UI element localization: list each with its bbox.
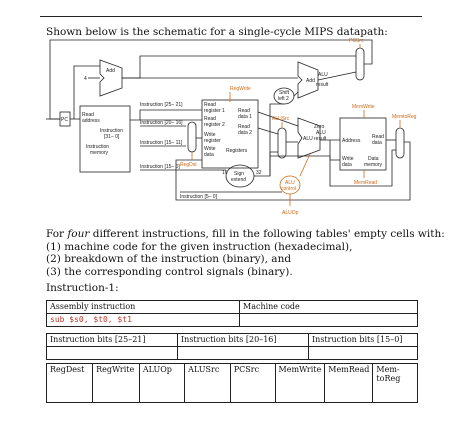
svg-text:register 1: register 1 bbox=[204, 108, 225, 114]
bits-20-16-header: Instruction bits [20–16] bbox=[177, 333, 309, 347]
machine-code-cell[interactable] bbox=[239, 313, 418, 327]
pcsrc-header: PCSrc bbox=[229, 363, 276, 403]
svg-text:Registers: Registers bbox=[226, 148, 248, 154]
pc-label: PC bbox=[61, 117, 68, 123]
bits-25-21-cell[interactable] bbox=[46, 346, 178, 360]
regdst-mux bbox=[187, 121, 197, 153]
memtoreg-mux bbox=[395, 127, 405, 159]
svg-text:Data: Data bbox=[368, 156, 379, 162]
svg-text:Read: Read bbox=[372, 134, 384, 140]
memwrite-header: MemWrite bbox=[274, 363, 326, 403]
svg-text:Read: Read bbox=[238, 108, 250, 114]
svg-text:data: data bbox=[342, 162, 352, 168]
svg-text:ALU: ALU bbox=[318, 72, 328, 78]
regdst-label: RegDst bbox=[180, 162, 197, 168]
alusrc-header: ALUSrc bbox=[184, 363, 231, 403]
svg-text:register: register bbox=[204, 138, 221, 144]
assembly-instruction: sub $s0, $t0, $t1 bbox=[46, 313, 240, 327]
svg-text:address: address bbox=[82, 118, 100, 124]
pcsrc-label: PCSrc bbox=[349, 38, 364, 44]
svg-text:Write: Write bbox=[204, 132, 216, 138]
instructions-paragraph: For four different instructions, fill in… bbox=[46, 228, 445, 278]
svg-text:Write: Write bbox=[204, 146, 216, 152]
control-signals-table: RegDest RegWrite ALUOp ALUSrc PCSrc MemW… bbox=[45, 363, 418, 403]
svg-text:Read: Read bbox=[204, 102, 216, 108]
svg-text:Add: Add bbox=[306, 78, 315, 84]
svg-text:ALU: ALU bbox=[303, 136, 313, 142]
pc-adder bbox=[99, 59, 123, 97]
memread-label: MemRead bbox=[354, 180, 377, 186]
regwrite-label: RegWrite bbox=[230, 86, 251, 92]
svg-text:Read: Read bbox=[204, 116, 216, 122]
intro-text: Shown below is the schematic for a singl… bbox=[46, 26, 388, 38]
svg-text:[31– 0]: [31– 0] bbox=[104, 134, 120, 140]
svg-text:memory: memory bbox=[364, 162, 383, 168]
para-line-1: For four different instructions, fill in… bbox=[46, 228, 445, 240]
para-line-4: (3) the corresponding control signals (b… bbox=[46, 265, 293, 278]
svg-text:result: result bbox=[314, 136, 327, 142]
data-memory-block bbox=[339, 117, 387, 171]
svg-text:4: 4 bbox=[84, 76, 87, 82]
svg-text:Add: Add bbox=[106, 68, 115, 74]
svg-text:Instruction [15– 11]: Instruction [15– 11] bbox=[140, 140, 183, 146]
alusrc-label: ALUSrc bbox=[272, 116, 290, 122]
svg-text:result: result bbox=[316, 82, 329, 88]
machine-code-header: Machine code bbox=[239, 300, 418, 314]
bits-15-0-cell[interactable] bbox=[308, 346, 418, 360]
svg-text:Instruction [5– 0]: Instruction [5– 0] bbox=[180, 194, 218, 200]
svg-text:Instruction: Instruction bbox=[86, 144, 109, 150]
assembly-header: Assembly instruction bbox=[46, 300, 240, 314]
svg-text:Shift: Shift bbox=[279, 90, 290, 96]
bits-25-21-header: Instruction bits [25–21] bbox=[46, 333, 178, 347]
svg-text:Instruction: Instruction bbox=[100, 128, 123, 134]
bits-15-0-header: Instruction bits [15–0] bbox=[308, 333, 418, 347]
memwrite-label: MemWrite bbox=[352, 104, 375, 110]
aluop-header: ALUOp bbox=[138, 363, 186, 403]
instruction-bits-table: Instruction bits [25–21] Instruction bit… bbox=[46, 333, 418, 360]
branch-adder bbox=[297, 61, 319, 99]
svg-text:Instruction [15– 0]: Instruction [15– 0] bbox=[140, 164, 180, 170]
assembly-table: Assembly instruction Machine code sub $s… bbox=[46, 300, 418, 327]
svg-text:data 2: data 2 bbox=[238, 130, 252, 136]
svg-text:data: data bbox=[204, 152, 214, 158]
memread-header: MemRead bbox=[324, 363, 374, 403]
svg-text:register 2: register 2 bbox=[204, 122, 225, 128]
svg-text:Read: Read bbox=[82, 112, 94, 118]
para-line-2: (1) machine code for the given instructi… bbox=[46, 240, 353, 253]
instruction-heading: Instruction-1: bbox=[46, 282, 119, 294]
para-line-3: (2) breakdown of the instruction (binary… bbox=[46, 253, 292, 266]
aluop-label: ALUOp bbox=[282, 210, 299, 216]
main-alu bbox=[297, 117, 321, 159]
svg-text:ALU: ALU bbox=[285, 180, 295, 186]
regdest-header: RegDest bbox=[45, 363, 94, 403]
instruction-memory-block bbox=[79, 105, 131, 173]
alusrc-mux bbox=[277, 127, 287, 159]
svg-text:Zero: Zero bbox=[314, 124, 325, 130]
svg-text:memory: memory bbox=[90, 150, 109, 156]
svg-text:Instruction [25– 21]: Instruction [25– 21] bbox=[140, 102, 183, 108]
svg-text:Read: Read bbox=[238, 124, 250, 130]
svg-text:left 2: left 2 bbox=[278, 96, 289, 102]
svg-text:control: control bbox=[281, 186, 296, 192]
memtoreg-label: MemtoReg bbox=[392, 114, 417, 120]
regwrite-header: RegWrite bbox=[92, 363, 140, 403]
svg-text:32: 32 bbox=[256, 170, 262, 176]
bits-20-16-cell[interactable] bbox=[177, 346, 309, 360]
svg-text:16: 16 bbox=[222, 170, 228, 176]
svg-text:data 1: data 1 bbox=[238, 114, 252, 120]
svg-text:Instruction [20– 16]: Instruction [20– 16] bbox=[140, 120, 183, 126]
svg-text:Write: Write bbox=[342, 156, 354, 162]
memtoreg-header: Mem-toReg bbox=[372, 363, 418, 403]
svg-text:data: data bbox=[372, 140, 382, 146]
svg-text:Address: Address bbox=[342, 138, 361, 144]
mips-datapath-schematic: PCSrc Add 4 Add ALU result Shift left 2 … bbox=[46, 38, 417, 216]
svg-text:ALU: ALU bbox=[316, 130, 326, 136]
top-rule bbox=[40, 16, 422, 17]
pcsrc-mux bbox=[355, 47, 365, 81]
svg-text:Sign: Sign bbox=[234, 171, 244, 177]
svg-text:extend: extend bbox=[231, 177, 246, 183]
